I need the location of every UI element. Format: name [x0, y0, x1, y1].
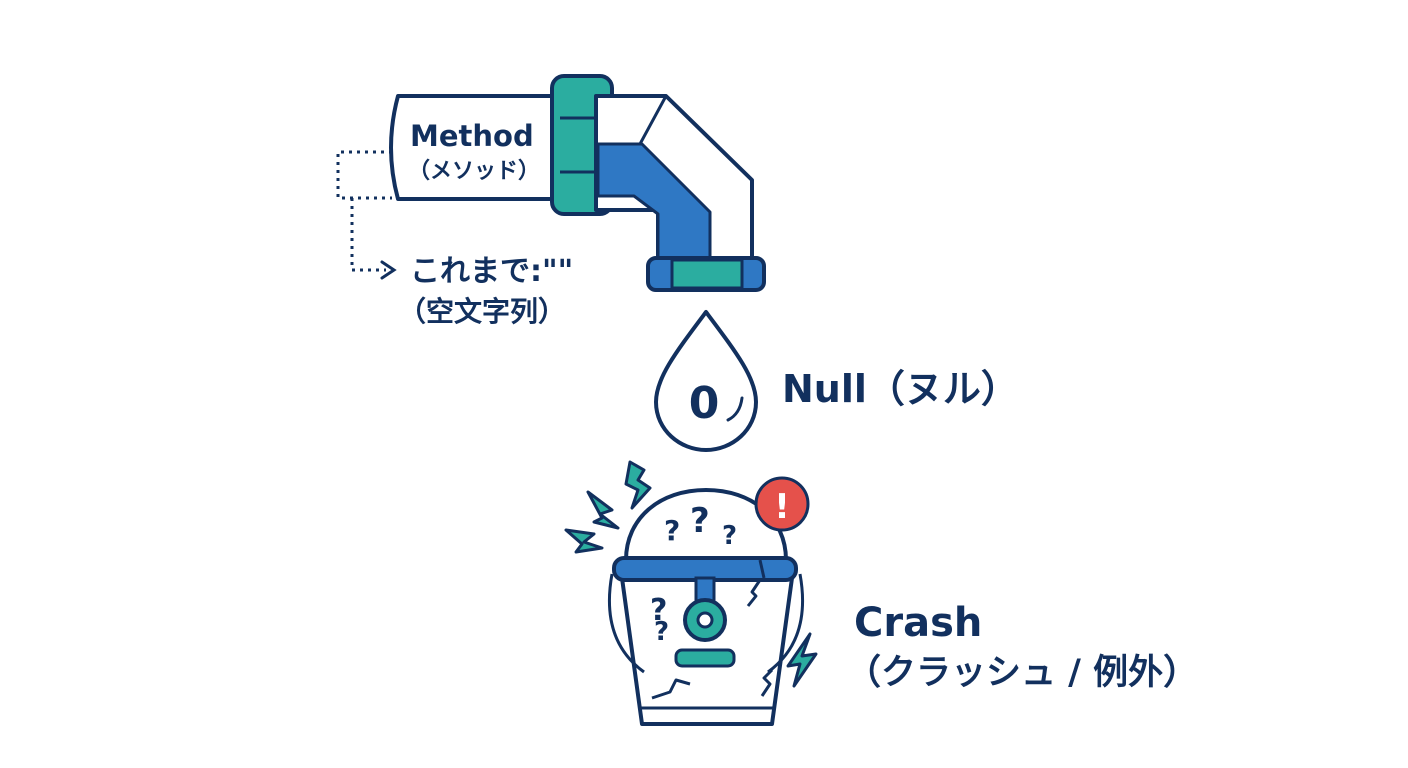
question-mark-3: ? — [722, 521, 737, 551]
alert-icon: ! — [754, 476, 810, 532]
crash-label-line1: Crash — [854, 600, 982, 646]
connector-arrowhead — [380, 260, 397, 280]
alert-symbol: ! — [774, 487, 790, 527]
pipe-icon — [389, 74, 766, 292]
question-mark-4: ? — [650, 593, 667, 628]
water-drop-icon: 0 — [654, 310, 758, 452]
previous-label-line1: これまで:"" — [410, 254, 573, 289]
crash-label-line2: （クラッシュ / 例外） — [846, 653, 1198, 693]
bucket-dome — [623, 487, 789, 562]
question-mark-2: ? — [690, 501, 710, 541]
previous-label-line2: （空文字列） — [398, 295, 566, 328]
question-mark-5: ? — [654, 617, 669, 647]
bucket-icon — [607, 487, 805, 726]
lightning-icon — [564, 460, 818, 688]
drop-label: Null（ヌル） — [782, 367, 1019, 411]
question-mark-1: ? — [664, 514, 680, 547]
drop-symbol: 0 — [689, 378, 720, 429]
dotted-connector — [336, 150, 392, 272]
pipe-label-line2: （メソッド） — [408, 159, 540, 184]
pipe-body — [389, 94, 567, 201]
pipe-label-line1: Method — [410, 119, 534, 153]
